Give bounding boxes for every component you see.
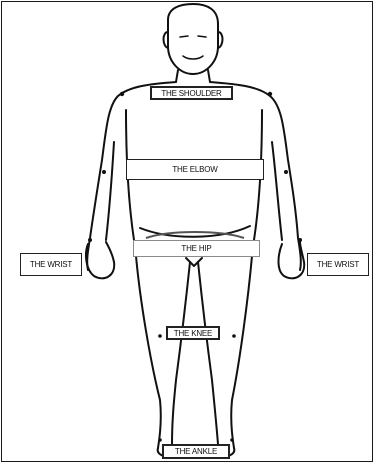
label-hip: THE HIP — [133, 240, 260, 257]
label-ankle: THE ANKLE — [162, 444, 230, 459]
label-wrist-left: THE WRIST — [20, 253, 82, 276]
label-elbow: THE ELBOW — [126, 159, 264, 180]
label-shoulder: THE SHOULDER — [150, 86, 233, 100]
label-wrist-right: THE WRIST — [307, 253, 369, 276]
label-knee: THE KNEE — [166, 326, 220, 340]
